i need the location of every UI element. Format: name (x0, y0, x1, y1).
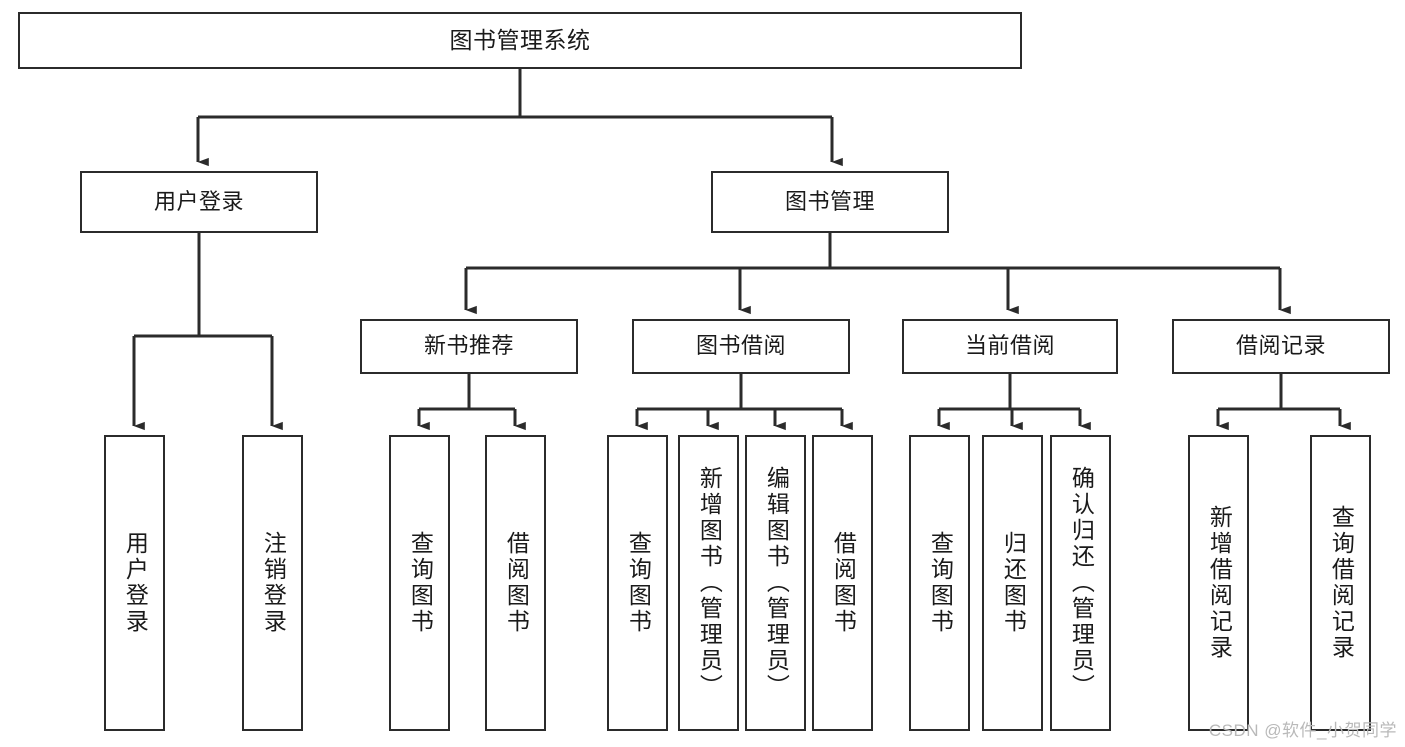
node-leaf-edit-book-admin[interactable]: 编辑图书（管理员） (745, 435, 806, 731)
node-current-borrowing-label: 当前借阅 (964, 333, 1055, 359)
node-leaf-query-book[interactable]: 查询图书 (607, 435, 668, 731)
node-user-login-label: 用户登录 (153, 188, 244, 214)
node-book-borrowing[interactable]: 图书借阅 (632, 319, 850, 374)
node-new-book-recommendation[interactable]: 新书推荐 (360, 319, 578, 374)
node-leaf-logout-label: 注销登录 (260, 531, 287, 635)
node-leaf-borrow-book-rec-label: 借阅图书 (503, 531, 530, 635)
node-leaf-add-book-admin[interactable]: 新增图书（管理员） (678, 435, 739, 731)
node-leaf-add-borrow-record-label: 新增借阅记录 (1206, 505, 1233, 661)
node-leaf-borrow-book-rec[interactable]: 借阅图书 (485, 435, 546, 731)
node-user-login[interactable]: 用户登录 (80, 171, 318, 233)
node-borrowing-record[interactable]: 借阅记录 (1172, 319, 1390, 374)
node-leaf-confirm-return-admin[interactable]: 确认归还（管理员） (1050, 435, 1111, 731)
node-leaf-edit-book-admin-label: 编辑图书（管理员） (763, 466, 790, 700)
csdn-watermark: CSDN @软件_小贺同学 (1208, 721, 1397, 740)
node-leaf-borrow-book-label: 借阅图书 (830, 531, 857, 635)
node-leaf-query-book-current-label: 查询图书 (927, 531, 954, 635)
node-leaf-add-book-admin-label: 新增图书（管理员） (696, 466, 723, 700)
node-leaf-return-book-label: 归还图书 (1000, 531, 1027, 635)
node-leaf-query-book-label: 查询图书 (625, 531, 652, 635)
node-current-borrowing[interactable]: 当前借阅 (902, 319, 1118, 374)
node-leaf-query-borrow-record[interactable]: 查询借阅记录 (1310, 435, 1371, 731)
node-book-management[interactable]: 图书管理 (711, 171, 949, 233)
node-leaf-query-book-current[interactable]: 查询图书 (909, 435, 970, 731)
node-borrowing-record-label: 借阅记录 (1235, 333, 1326, 359)
node-book-borrowing-label: 图书借阅 (695, 333, 786, 359)
node-leaf-return-book[interactable]: 归还图书 (982, 435, 1043, 731)
node-leaf-add-borrow-record[interactable]: 新增借阅记录 (1188, 435, 1249, 731)
node-new-book-recommendation-label: 新书推荐 (423, 333, 514, 359)
node-root[interactable]: 图书管理系统 (18, 12, 1022, 69)
node-leaf-borrow-book[interactable]: 借阅图书 (812, 435, 873, 731)
node-leaf-confirm-return-admin-label: 确认归还（管理员） (1068, 466, 1095, 700)
node-leaf-user-login-label: 用户登录 (122, 531, 149, 635)
node-root-label: 图书管理系统 (449, 27, 591, 54)
node-book-management-label: 图书管理 (784, 188, 875, 214)
node-leaf-query-book-rec[interactable]: 查询图书 (389, 435, 450, 731)
node-leaf-query-book-rec-label: 查询图书 (407, 531, 434, 635)
node-leaf-query-borrow-record-label: 查询借阅记录 (1328, 505, 1355, 661)
node-leaf-user-login[interactable]: 用户登录 (104, 435, 165, 731)
node-leaf-logout[interactable]: 注销登录 (242, 435, 303, 731)
